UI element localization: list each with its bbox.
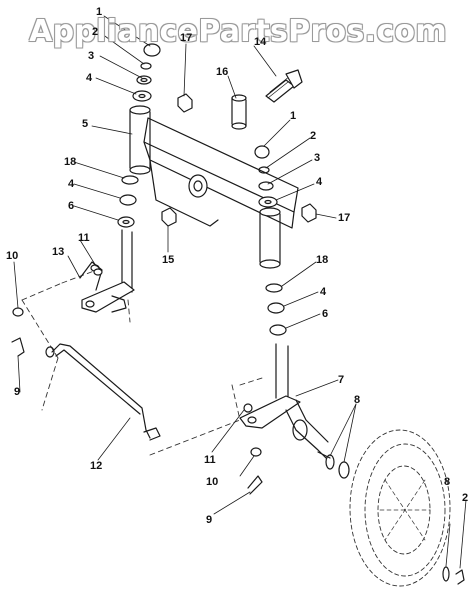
right-spindle-tube xyxy=(259,207,281,269)
left-hardware-stack xyxy=(117,43,161,228)
left-spindle-tube xyxy=(129,105,151,175)
pivot-bolt xyxy=(265,69,303,103)
tie-rod xyxy=(45,343,161,441)
callout-5: 5 xyxy=(82,118,89,130)
callout-1: 1 xyxy=(96,6,103,18)
callout-2-right: 2 xyxy=(310,130,317,142)
callout-9-right: 9 xyxy=(206,514,213,526)
callout-4-right: 4 xyxy=(316,176,323,188)
callout-11-left: 11 xyxy=(78,232,90,244)
callout-9-left: 9 xyxy=(14,386,21,398)
spindle-washers xyxy=(325,454,350,479)
callout-18-right: 18 xyxy=(316,254,329,266)
callout-11-right: 11 xyxy=(204,454,216,466)
callout-17-right: 17 xyxy=(338,212,351,224)
right-steering-spindle xyxy=(239,343,331,459)
site-watermark: AppliancePartsPros.com xyxy=(29,14,447,49)
callout-8-wheel: 8 xyxy=(444,476,451,488)
callout-13: 13 xyxy=(52,246,65,258)
wheel-hardware xyxy=(442,566,465,585)
callout-4-left: 4 xyxy=(68,178,75,190)
front-wheel xyxy=(349,429,451,587)
callout-6-left: 6 xyxy=(68,200,75,212)
lock-nuts xyxy=(161,93,317,227)
callout-12: 12 xyxy=(90,460,103,472)
callout-2: 2 xyxy=(92,26,99,38)
callout-1-right: 1 xyxy=(290,110,297,122)
right-hardware-stack xyxy=(254,145,287,336)
callout-14: 14 xyxy=(254,36,267,48)
callout-15: 15 xyxy=(162,254,175,266)
callout-16: 16 xyxy=(216,66,229,78)
callout-2-wheel: 2 xyxy=(462,492,469,504)
callout-3-right: 3 xyxy=(314,152,321,164)
spacer-tube xyxy=(231,94,247,130)
callout-18: 18 xyxy=(64,156,77,168)
callout-10-left: 10 xyxy=(6,250,19,262)
callout-8: 8 xyxy=(354,394,361,406)
leader-lines xyxy=(13,15,467,569)
callout-17: 17 xyxy=(180,32,193,44)
callout-10-right: 10 xyxy=(206,476,219,488)
axle-beam xyxy=(143,117,299,229)
dashed-outline-lines xyxy=(21,267,263,456)
callout-7: 7 xyxy=(338,374,345,386)
callout-4-lower: 4 xyxy=(320,286,327,298)
callout-3: 3 xyxy=(88,50,95,62)
cotter-pins xyxy=(11,268,263,495)
callout-6-lower: 6 xyxy=(322,308,329,320)
callout-4: 4 xyxy=(86,72,93,84)
